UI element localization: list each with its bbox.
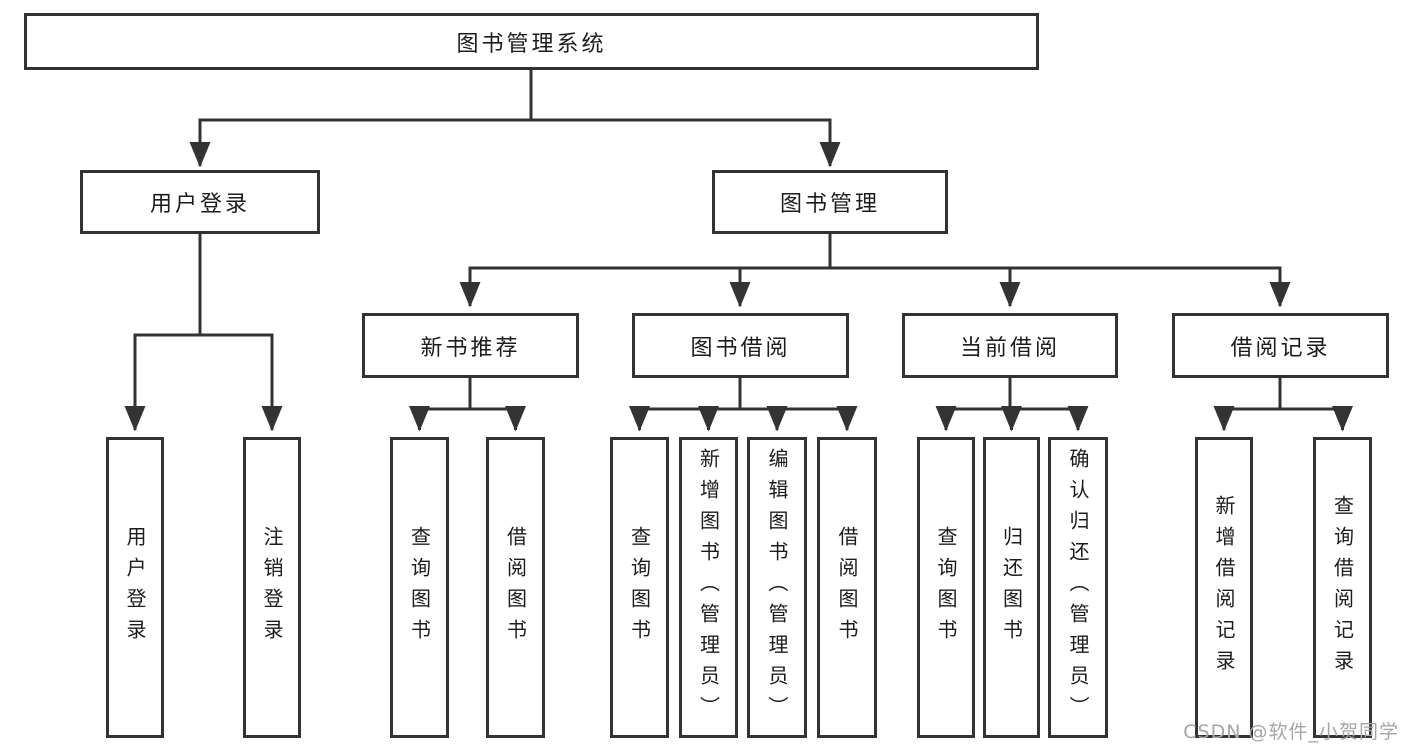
connector-book-borrow-children	[629, 378, 858, 432]
leaf-label: 借阅图书	[503, 525, 528, 650]
connector-borrow-record-children	[1213, 378, 1353, 432]
node-book-borrow: 图书借阅	[632, 313, 849, 378]
connector-new-book-recommend-children	[409, 378, 526, 432]
leaf-label: 编辑图书（管理员）	[765, 448, 789, 727]
leaf-label: 新增图书（管理员）	[696, 448, 721, 727]
leaf-edit-book-admin: 编辑图书（管理员）	[747, 437, 807, 738]
node-label: 新书推荐	[420, 335, 521, 361]
leaf-confirm-return-admin: 确认归还（管理员）	[1048, 437, 1108, 738]
node-new-book-recommend: 新书推荐	[362, 313, 579, 378]
node-label: 图书借阅	[690, 335, 791, 361]
leaf-add-borrow-record: 新增借阅记录	[1195, 437, 1253, 738]
leaf-query-borrow-record: 查询借阅记录	[1313, 437, 1372, 738]
leaf-borrow-books-recommend: 借阅图书	[486, 437, 545, 738]
connector-root-to-level2	[189, 70, 841, 168]
leaf-label: 借阅图书	[835, 525, 859, 650]
connector-user-login-children	[124, 234, 283, 432]
leaf-add-book-admin: 新增图书（管理员）	[679, 437, 738, 738]
leaf-label: 注销登录	[260, 525, 284, 650]
node-label: 图书管理系统	[456, 31, 607, 57]
connector-current-borrow-children	[935, 378, 1089, 432]
leaf-logout: 注销登录	[243, 437, 301, 738]
node-label: 图书管理	[779, 192, 880, 217]
node-label: 借阅记录	[1230, 335, 1331, 361]
leaf-query-books-borrow: 查询图书	[610, 437, 669, 738]
node-book-management: 图书管理	[712, 170, 948, 234]
node-label: 当前借阅	[959, 335, 1060, 361]
leaf-label: 归还图书	[999, 525, 1024, 650]
node-library-management-system: 图书管理系统	[24, 13, 1039, 70]
leaf-query-books-current: 查询图书	[917, 437, 975, 738]
node-borrow-record: 借阅记录	[1172, 313, 1389, 378]
leaf-label: 新增借阅记录	[1212, 494, 1236, 681]
leaf-user-login: 用户登录	[106, 437, 164, 738]
leaf-query-books-recommend: 查询图书	[390, 437, 449, 738]
node-user-login: 用户登录	[80, 170, 320, 234]
node-label: 用户登录	[149, 192, 250, 217]
connector-book-management-children	[459, 234, 1291, 308]
leaf-label: 查询借阅记录	[1330, 494, 1355, 681]
leaf-borrow-books: 借阅图书	[817, 437, 877, 738]
leaf-return-book: 归还图书	[983, 437, 1040, 738]
leaf-label: 查询图书	[934, 525, 958, 650]
leaf-label: 确认归还（管理员）	[1066, 448, 1090, 727]
leaf-label: 查询图书	[407, 525, 432, 650]
leaf-label: 用户登录	[123, 525, 147, 650]
leaf-label: 查询图书	[627, 525, 652, 650]
csdn-watermark: CSDN @软件_小贺同学	[1183, 721, 1399, 743]
node-current-borrow: 当前借阅	[902, 313, 1118, 378]
